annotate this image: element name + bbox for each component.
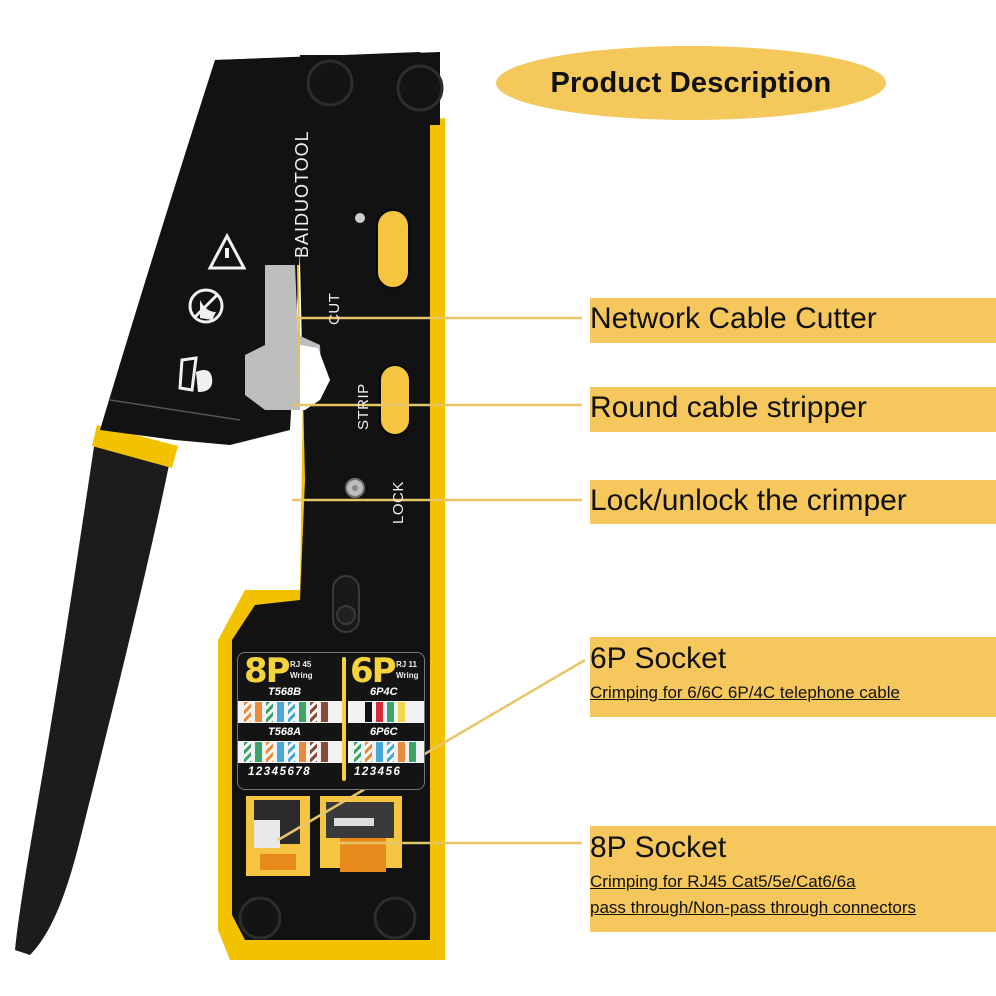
product-description-header: Product Description bbox=[496, 46, 886, 120]
wire-strip-t568a bbox=[238, 741, 342, 763]
cut-engraving: CUT bbox=[326, 292, 343, 325]
strip-cable-icon bbox=[178, 356, 213, 392]
leader-lines bbox=[277, 316, 586, 845]
callout-title: Lock/unlock the crimper bbox=[590, 484, 907, 517]
callout-title: 6P Socket bbox=[590, 642, 727, 675]
callout-6p-socket: 6P Socket Crimping for 6/6C 6P/4C teleph… bbox=[590, 637, 996, 717]
top-boss-left bbox=[306, 59, 354, 107]
panel-pins-8: 12345678 bbox=[248, 766, 312, 778]
panel-rj11-label: RJ 11 bbox=[396, 660, 417, 669]
panel-wring-label-right: Wring bbox=[396, 671, 419, 680]
socket-8p bbox=[246, 796, 310, 876]
callout-round-cable-stripper: Round cable stripper bbox=[590, 387, 996, 432]
leader-line-6p bbox=[277, 658, 586, 842]
panel-6p6c-label: 6P6C bbox=[370, 726, 398, 738]
panel-t568a-label: T568A bbox=[268, 726, 302, 738]
panel-divider bbox=[342, 657, 346, 781]
panel-pins-6: 123456 bbox=[354, 766, 402, 778]
panel-6p4c-label: 6P4C bbox=[370, 686, 398, 698]
panel-8p-label: 8P bbox=[244, 651, 291, 691]
callout-description: Crimping for 6/6C 6P/4C telephone cable bbox=[590, 683, 900, 702]
bottom-boss-right bbox=[373, 896, 417, 940]
brand-label: BAIDUOTOOL bbox=[292, 130, 312, 258]
panel-6p-label: 6P bbox=[350, 651, 397, 691]
callout-description-line1: Crimping for RJ45 Cat5/5e/Cat6/6a bbox=[590, 872, 856, 891]
wire-strip-6p4c bbox=[348, 701, 424, 723]
callout-network-cable-cutter: Network Cable Cutter bbox=[590, 298, 996, 343]
strip-slot bbox=[379, 364, 411, 436]
bottom-boss-left bbox=[238, 896, 282, 940]
page-title: Product Description bbox=[550, 66, 832, 99]
panel-rj45-label: RJ 45 bbox=[290, 660, 312, 669]
wire-strip-t568b bbox=[238, 701, 342, 723]
strip-engraving: STRIP bbox=[355, 383, 372, 430]
wiring-reference-panel: 8P RJ 45 Wring T568B T568A 12345678 6P R… bbox=[237, 651, 425, 790]
callout-title: Network Cable Cutter bbox=[590, 302, 877, 335]
callout-lock-unlock: Lock/unlock the crimper bbox=[590, 480, 996, 524]
warning-triangle-icon bbox=[207, 232, 247, 270]
wire-strip-6p6c bbox=[348, 741, 424, 763]
handle-grip bbox=[15, 440, 170, 955]
callout-description-line2: pass through/Non-pass through connectors bbox=[590, 898, 917, 917]
upper-slot bbox=[376, 209, 410, 289]
handle-ring bbox=[92, 425, 178, 468]
callout-8p-socket: 8P Socket Crimping for RJ45 Cat5/5e/Cat6… bbox=[590, 826, 996, 932]
callout-title: 8P Socket bbox=[590, 831, 727, 864]
panel-wring-label-left: Wring bbox=[290, 671, 313, 680]
lock-engraving: LOCK bbox=[390, 481, 407, 524]
top-boss-right bbox=[396, 64, 444, 112]
callout-title: Round cable stripper bbox=[590, 391, 867, 424]
panel-t568b-label: T568B bbox=[268, 686, 302, 698]
no-hand-icon bbox=[188, 288, 224, 324]
